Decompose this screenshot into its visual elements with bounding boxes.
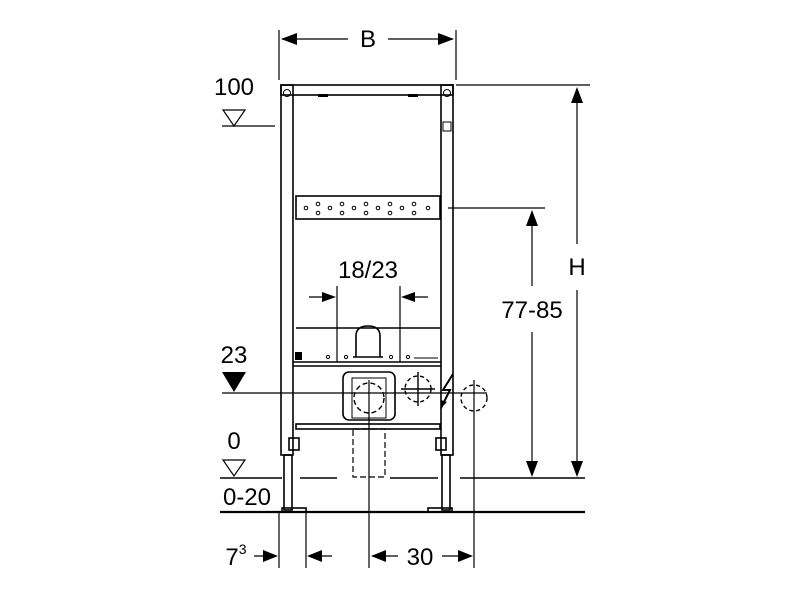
lightning-icon bbox=[440, 373, 454, 409]
rail-height-label: 77-85 bbox=[501, 297, 562, 324]
frame-fixing bbox=[295, 352, 302, 360]
arrowhead-left bbox=[371, 550, 386, 562]
arrowhead-left bbox=[307, 550, 322, 562]
outlet-offset-label: 30 bbox=[407, 544, 434, 571]
side-offset-label: 73 bbox=[225, 541, 246, 571]
arrowhead-right bbox=[322, 292, 336, 302]
dimension-spacing bbox=[309, 286, 428, 362]
bolt-icon bbox=[443, 89, 451, 97]
rail-perforations bbox=[303, 201, 431, 216]
arrowhead-down bbox=[571, 461, 583, 477]
dimension-rail-height bbox=[448, 207, 545, 472]
height-label: H bbox=[568, 254, 585, 281]
level-mid-label: 23 bbox=[221, 342, 248, 369]
level-triangle-open-icon bbox=[221, 109, 247, 128]
center-lines bbox=[278, 380, 487, 568]
arrowhead-up bbox=[526, 210, 538, 226]
width-label: B bbox=[360, 26, 376, 53]
fixing-hole bbox=[343, 354, 349, 360]
level-top-label: 100 bbox=[214, 74, 254, 101]
arrowhead-left bbox=[281, 33, 297, 45]
frame-label-plate bbox=[442, 121, 452, 132]
floor-lines bbox=[220, 477, 585, 514]
arrowhead-right bbox=[458, 550, 473, 562]
side-offset-base: 7 bbox=[225, 544, 238, 571]
water-connection-fitting bbox=[401, 372, 488, 412]
side-offset-sup: 3 bbox=[239, 541, 247, 557]
mounting-frame bbox=[280, 84, 454, 513]
arrowhead-down bbox=[526, 461, 538, 477]
drain-bracket bbox=[355, 325, 381, 357]
level-triangle-open-icon bbox=[221, 459, 247, 478]
level-floor-label: 0 bbox=[227, 428, 240, 455]
fixing-hole bbox=[388, 354, 394, 360]
top-slot bbox=[408, 94, 418, 97]
level-triangle-filled-icon bbox=[222, 372, 246, 392]
arrowhead-right bbox=[438, 33, 454, 45]
arrowhead-right bbox=[263, 550, 278, 562]
bolt-icon bbox=[283, 89, 291, 97]
top-slot bbox=[318, 94, 328, 97]
dimension-height bbox=[456, 84, 590, 472]
fixing-hole bbox=[405, 354, 411, 360]
arrowhead-left bbox=[401, 292, 415, 302]
fixing-hole bbox=[325, 354, 331, 360]
arrowhead-up bbox=[571, 87, 583, 103]
floor-range-label: 0-20 bbox=[223, 484, 271, 511]
lightning-arrowhead bbox=[441, 400, 447, 408]
spacing-label: 18/23 bbox=[338, 257, 398, 284]
